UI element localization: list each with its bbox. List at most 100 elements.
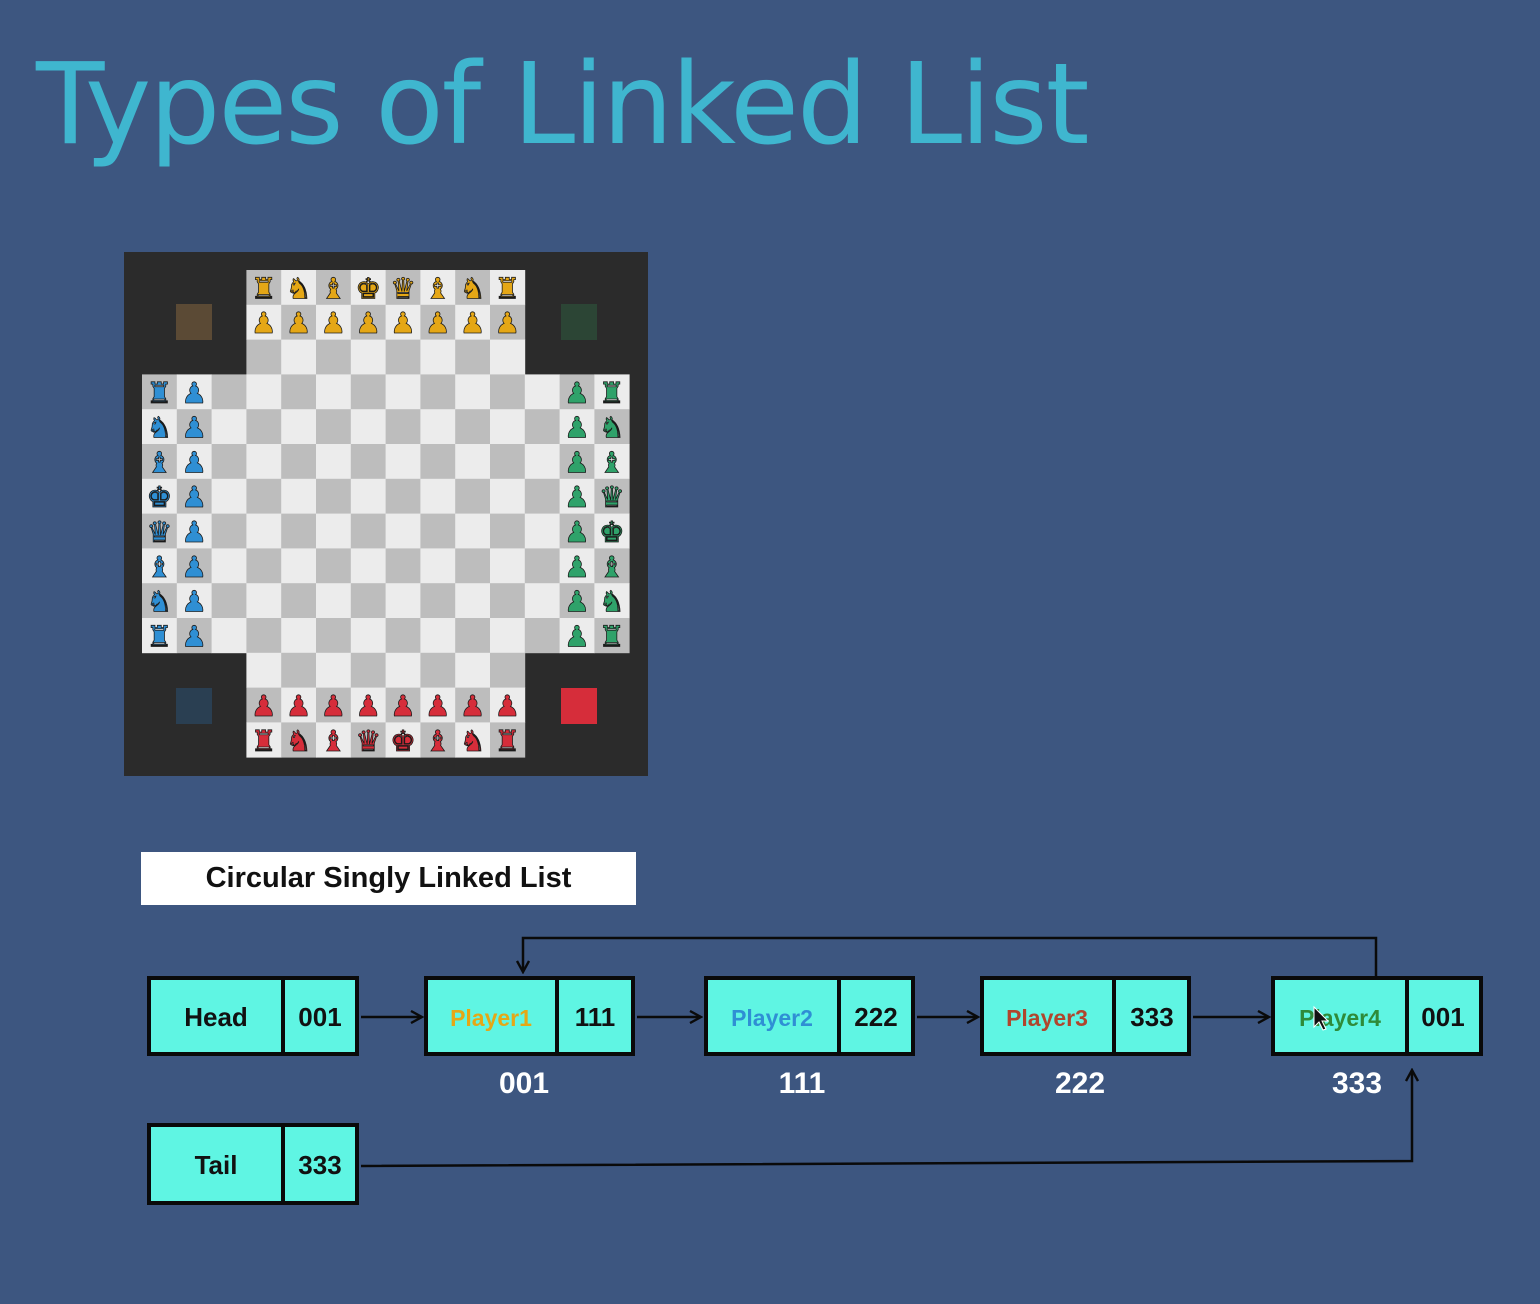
board-square <box>594 618 630 654</box>
board-square <box>420 722 456 758</box>
board-square <box>211 583 247 619</box>
chess-piece: ♜ <box>146 376 172 410</box>
chess-piece: ♟ <box>564 515 590 549</box>
board-square <box>559 478 595 514</box>
board-square <box>490 339 526 375</box>
board-square <box>420 374 456 410</box>
chess-piece: ♟ <box>564 445 590 479</box>
board-square <box>524 478 560 514</box>
chess-piece: ♟ <box>564 619 590 653</box>
board-square <box>176 444 212 480</box>
board-square <box>316 304 352 340</box>
board-square <box>246 339 282 375</box>
chess-piece: ♞ <box>286 724 312 758</box>
board-square <box>350 374 386 410</box>
chess-piece: ♟ <box>320 689 346 723</box>
board-square <box>316 409 352 445</box>
board-square <box>385 339 421 375</box>
board-square <box>281 478 317 514</box>
chess-piece: ♟ <box>564 376 590 410</box>
board-square <box>490 409 526 445</box>
four-player-chess-board: ♜♟♜♟♜♟♜♟♞♟♞♟♞♟♞♟♝♟♝♟♝♟♝♟♚♟♛♟♚♟♛♟♛♟♚♟♛♟♚♟… <box>124 252 648 776</box>
node-next-pointer: 333 <box>1130 1002 1173 1032</box>
chess-piece: ♜ <box>494 724 520 758</box>
board-square <box>316 583 352 619</box>
board-square <box>559 513 595 549</box>
chess-piece: ♝ <box>599 550 625 584</box>
chess-piece: ♜ <box>251 271 277 305</box>
node-box <box>424 976 635 1056</box>
board-square <box>420 304 456 340</box>
chess-piece: ♝ <box>425 271 451 305</box>
board-square <box>316 374 352 410</box>
chess-piece: ♟ <box>286 306 312 340</box>
chess-piece: ♞ <box>599 585 625 619</box>
chess-piece: ♟ <box>390 689 416 723</box>
chess-piece: ♞ <box>146 585 172 619</box>
board-square <box>211 409 247 445</box>
board-square <box>594 374 630 410</box>
board-square <box>246 270 282 306</box>
corner-top-left-indicator <box>176 304 212 340</box>
board-square <box>385 513 421 549</box>
chess-piece: ♝ <box>146 445 172 479</box>
board-square <box>350 722 386 758</box>
chess-piece: ♞ <box>460 271 486 305</box>
board-square <box>455 304 491 340</box>
board-square <box>316 513 352 549</box>
board-square <box>455 548 491 584</box>
board-square <box>559 444 595 480</box>
board-square <box>594 548 630 584</box>
board-square <box>455 618 491 654</box>
board-square <box>246 304 282 340</box>
board-square <box>281 722 317 758</box>
board-square <box>281 339 317 375</box>
chess-piece: ♞ <box>146 411 172 445</box>
board-square <box>246 687 282 723</box>
board-square <box>142 409 178 445</box>
chess-piece: ♜ <box>599 619 625 653</box>
board-square <box>350 513 386 549</box>
board-square <box>559 548 595 584</box>
board-square <box>142 478 178 514</box>
chess-piece: ♟ <box>390 306 416 340</box>
corner-top-right-indicator <box>561 304 597 340</box>
board-square <box>490 444 526 480</box>
chess-piece: ♟ <box>355 689 381 723</box>
board-square <box>559 583 595 619</box>
board-square <box>176 548 212 584</box>
board-square <box>524 374 560 410</box>
head-label: Head <box>184 1002 248 1032</box>
board-square <box>455 270 491 306</box>
node-player3: Player3 333 222 <box>980 976 1191 1100</box>
board-square <box>211 548 247 584</box>
board-square <box>455 513 491 549</box>
corner-bottom-left-indicator <box>176 688 212 724</box>
board-square <box>211 478 247 514</box>
chess-piece: ♟ <box>181 445 207 479</box>
board-square <box>211 374 247 410</box>
board-square <box>350 409 386 445</box>
chess-piece: ♚ <box>355 271 381 305</box>
chess-piece: ♟ <box>181 376 207 410</box>
node-data-label: Player3 <box>1006 1005 1088 1031</box>
list-type-label: Circular Singly Linked List <box>141 852 636 905</box>
board-square <box>316 478 352 514</box>
board-square <box>594 444 630 480</box>
board-square <box>420 687 456 723</box>
board-square <box>316 687 352 723</box>
head-node: Head 001 <box>147 976 359 1056</box>
chess-piece: ♟ <box>564 480 590 514</box>
node-address: 111 <box>779 1067 826 1100</box>
node-next-pointer: 222 <box>854 1002 897 1032</box>
board-square <box>246 513 282 549</box>
board-square <box>524 409 560 445</box>
list-type-label-text: Circular Singly Linked List <box>205 862 572 894</box>
board-square <box>350 304 386 340</box>
board-square <box>350 548 386 584</box>
board-square <box>281 513 317 549</box>
board-square <box>420 652 456 688</box>
chess-piece: ♟ <box>460 689 486 723</box>
corner-bottom-right-indicator <box>561 688 597 724</box>
